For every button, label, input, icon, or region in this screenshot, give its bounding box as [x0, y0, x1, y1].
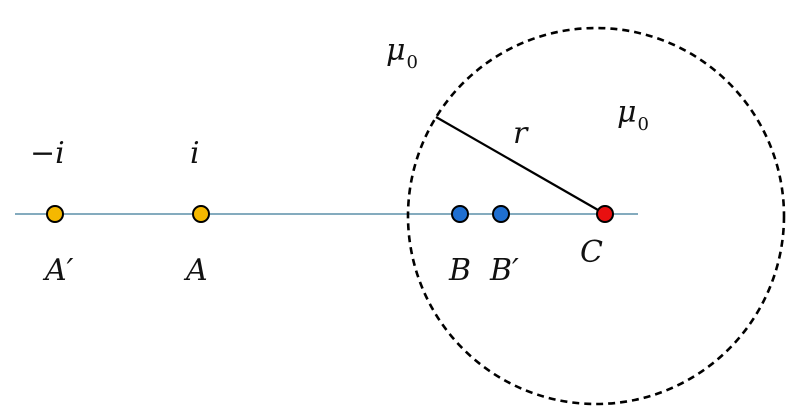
mu-outer-label: μ0	[386, 33, 418, 73]
point-a-prime-marker	[46, 205, 64, 223]
point-a-label: A	[183, 253, 208, 288]
mu-inner-label: μ0	[617, 95, 649, 135]
point-a-prime-label: A′	[42, 253, 74, 288]
point-b-label: B	[448, 253, 471, 288]
current-pos-label: i	[190, 136, 200, 171]
point-c-label: C	[580, 235, 603, 270]
current-neg-label: −i	[30, 136, 65, 171]
point-b-marker	[451, 205, 469, 223]
point-b-prime-marker	[492, 205, 510, 223]
point-b-prime-label: B′	[489, 253, 519, 288]
radius-line	[435, 116, 606, 215]
boundary-circle	[406, 26, 786, 406]
radius-label: r	[513, 116, 529, 151]
point-a-marker	[192, 205, 210, 223]
point-c-marker	[596, 205, 614, 223]
